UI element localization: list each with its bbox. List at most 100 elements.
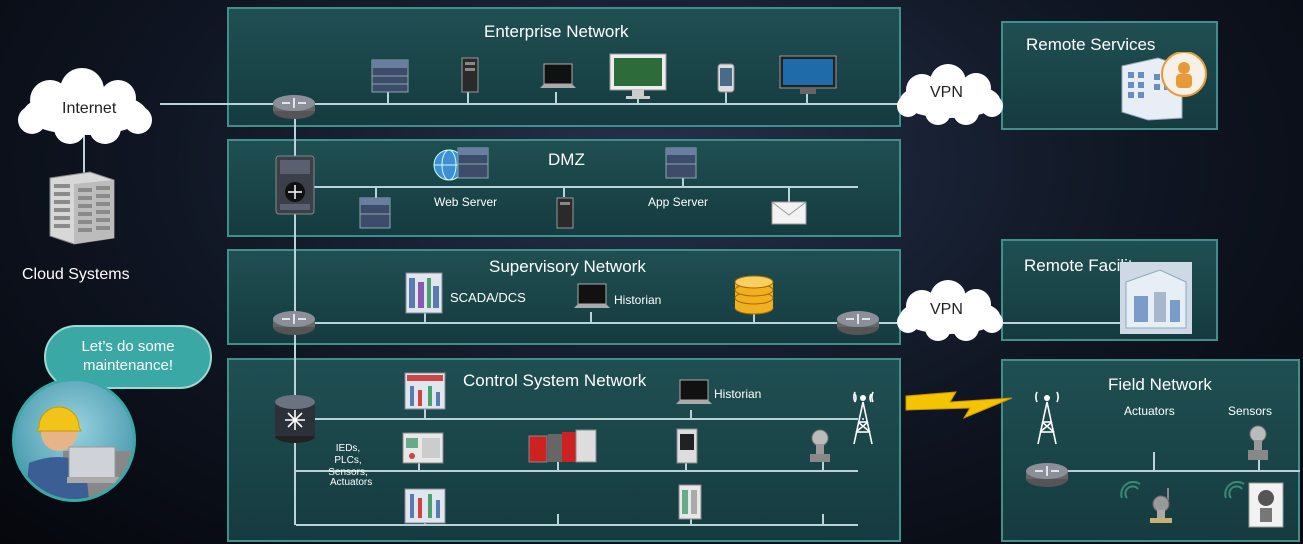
drop [637, 96, 639, 104]
supervisory-to-facility [990, 322, 1125, 324]
drop [375, 187, 377, 199]
drop [424, 312, 426, 324]
historian-sup-label: Historian [614, 293, 662, 307]
wireless-actuator-icon [1146, 486, 1176, 524]
dmz-title: DMZ [548, 150, 585, 169]
drop [822, 514, 824, 526]
drop [557, 460, 559, 472]
ieds-label: IEDs, PLCs, Sensors, [328, 443, 368, 478]
cloud-vertical [83, 120, 85, 180]
vpn-mid-label: VPN [930, 301, 963, 318]
tower-pc-icon [460, 56, 480, 94]
cell-tower-icon [846, 384, 880, 446]
drop [725, 92, 727, 104]
wireless-sensor-icon [1248, 482, 1284, 528]
sensors-field-label: Sensors [1228, 404, 1273, 418]
dmz-bus [296, 186, 858, 188]
drop [685, 460, 687, 472]
hmi-panel-icon [404, 372, 446, 410]
internet-label: Internet [62, 100, 117, 117]
supervisory-zone [227, 249, 901, 345]
field-title: Field Network [1108, 375, 1212, 394]
vpn-top-label: VPN [930, 84, 963, 101]
laptop-icon [572, 282, 612, 314]
rtu-device-icon [676, 428, 698, 464]
technician-avatar [12, 378, 136, 502]
remote-services-building-icon [1118, 52, 1210, 122]
cloud-systems-label: Cloud Systems [22, 266, 130, 283]
control-bus-2 [296, 470, 858, 472]
control-title: Control System Network [463, 371, 647, 390]
enterprise-title: Enterprise Network [484, 22, 629, 41]
drop [563, 187, 565, 197]
drop [590, 312, 592, 324]
vpn-cloud-mid [890, 280, 1010, 344]
router-icon [836, 310, 880, 336]
enterprise-bus [160, 103, 900, 105]
cloud-server-rack-icon [44, 170, 120, 246]
actuators-ctrl-label: Actuators [330, 477, 373, 488]
server-icon [370, 56, 410, 94]
web-server-icon [456, 146, 490, 180]
router-icon [272, 94, 316, 120]
drop [1153, 452, 1155, 472]
app-server-icon [664, 146, 698, 180]
router-icon [272, 310, 316, 336]
plc-rack-icon [528, 428, 598, 464]
speech-bubble: Let’s do some maintenance! [44, 325, 212, 403]
switch-icon [273, 394, 317, 444]
sensor-transmitter-icon [806, 428, 834, 464]
sensor-transmitter-icon [1244, 424, 1272, 462]
scada-label: SCADA/DCS [450, 290, 526, 305]
drop [690, 514, 692, 526]
internet-cloud [10, 68, 160, 148]
drop [682, 178, 684, 188]
remote-facility-title: Remote Facility [1024, 256, 1142, 275]
drop [1258, 452, 1260, 472]
rtu-device-icon [678, 484, 702, 520]
plc-device-icon [402, 432, 444, 464]
wireless-signal-icon [1118, 478, 1144, 502]
wireless-signal-icon [1222, 478, 1248, 502]
tv-icon [778, 54, 838, 96]
laptop-icon [538, 62, 578, 94]
drop [424, 408, 426, 420]
drop [862, 418, 864, 420]
monitor-icon [608, 52, 668, 100]
supervisory-title: Supervisory Network [489, 257, 646, 276]
laptop-icon [674, 378, 714, 410]
control-bus-3 [296, 524, 858, 526]
supervisory-bus [296, 322, 1000, 324]
app-server-label: App Server [648, 195, 709, 209]
phone-icon [716, 62, 736, 94]
firewall-icon [274, 154, 316, 216]
database-icon [733, 274, 775, 316]
vpn-cloud-top [890, 64, 1010, 128]
drop [753, 314, 755, 324]
hmi-panel-icon [404, 488, 446, 524]
remote-facility-plant-icon [1120, 262, 1192, 334]
wireless-link-lightning-icon [904, 388, 1014, 420]
drop [690, 410, 692, 420]
historian-ctrl-label: Historian [714, 387, 762, 401]
drop [418, 460, 420, 472]
drop [467, 90, 469, 104]
drop [806, 94, 808, 104]
drop [555, 92, 557, 104]
tower-pc-icon [555, 196, 575, 230]
drop [822, 462, 824, 472]
drop [387, 90, 389, 104]
speech-bubble-text: Let’s do some maintenance! [81, 338, 175, 374]
drop [557, 514, 559, 526]
control-bus-1 [296, 418, 858, 420]
actuators-field-label: Actuators [1124, 404, 1175, 418]
scada-screen-icon [405, 272, 443, 314]
router-icon [1025, 462, 1069, 488]
remote-services-title: Remote Services [1026, 35, 1156, 54]
drop [788, 187, 790, 203]
mail-icon [771, 201, 807, 225]
server-icon [358, 196, 392, 230]
field-bus [1048, 470, 1300, 472]
web-server-label: Web Server [434, 195, 498, 209]
cell-tower-icon [1030, 384, 1064, 446]
